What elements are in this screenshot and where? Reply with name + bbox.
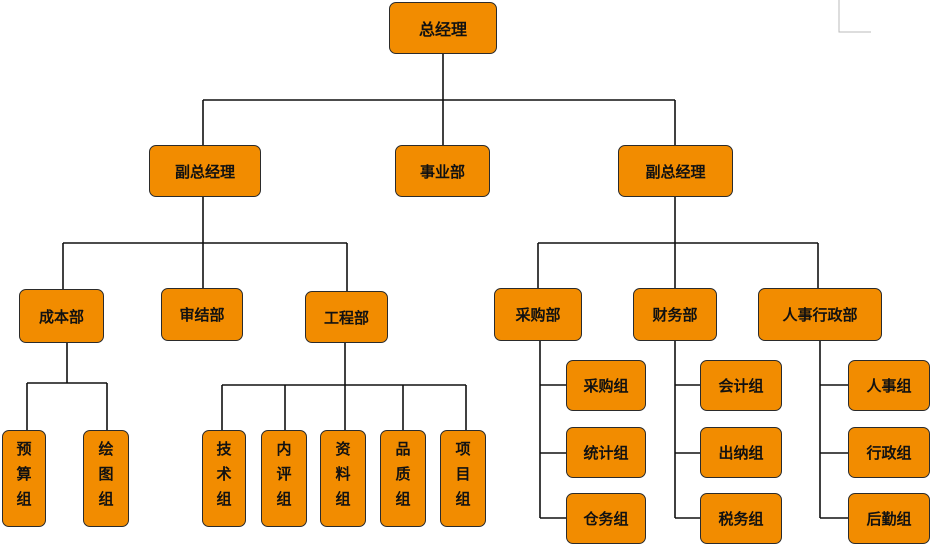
- purchase-group-node: 采购组: [566, 360, 646, 411]
- finance-dept-node: 财务部: [633, 288, 717, 341]
- engineering-dept-node: 工程部: [305, 291, 388, 343]
- procurement-dept-node: 采购部: [494, 288, 582, 341]
- accounting-group-node: 会计组: [700, 360, 782, 411]
- drawing-group-node: 绘图组: [83, 430, 129, 527]
- hr-group-node: 人事组: [848, 360, 930, 411]
- general-manager-node: 总经理: [389, 2, 497, 54]
- data-group-node: 资料组: [320, 430, 366, 527]
- hr-admin-dept-node: 人事行政部: [758, 288, 882, 341]
- vice-gm-left-node: 副总经理: [149, 145, 261, 197]
- tax-group-node: 税务组: [700, 493, 782, 544]
- cashier-group-node: 出纳组: [700, 427, 782, 478]
- budget-group-node: 预算组: [2, 430, 46, 527]
- admin-group-node: 行政组: [848, 427, 930, 478]
- stats-group-node: 统计组: [566, 427, 646, 478]
- business-dept-node: 事业部: [395, 145, 490, 197]
- logistics-group-node: 后勤组: [848, 493, 930, 544]
- quality-group-node: 品质组: [380, 430, 426, 527]
- audit-dept-node: 审结部: [161, 288, 243, 341]
- warehouse-group-node: 仓务组: [566, 493, 646, 544]
- vice-gm-right-node: 副总经理: [618, 145, 733, 197]
- project-group-node: 项目组: [440, 430, 486, 527]
- internal-review-group-node: 内评组: [261, 430, 307, 527]
- cost-dept-node: 成本部: [19, 289, 104, 343]
- tech-group-node: 技术组: [202, 430, 246, 527]
